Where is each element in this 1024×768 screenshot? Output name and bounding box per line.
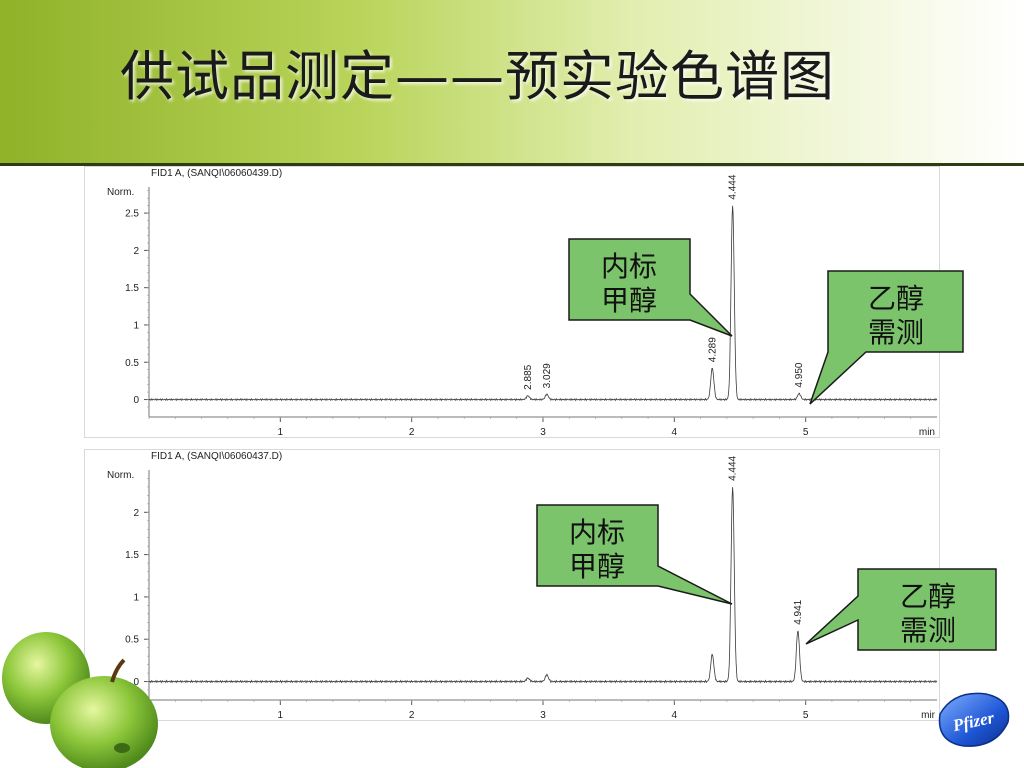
y-tick-label: 1 [133, 592, 139, 603]
peak-retention-label: 4.941 [793, 599, 804, 624]
callout-line2: 需测 [868, 316, 924, 349]
chromatogram-chart-2: FID1 A, (SANQI\06060437.D) Norm. 0 0.5 1 1.5 2… [107, 451, 938, 720]
y-tick-label: 0 [133, 395, 139, 406]
x-tick-label: 4 [672, 427, 678, 437]
y-tick-label: 2.5 [125, 209, 139, 220]
callout-line1: 乙醇 [868, 282, 924, 315]
callout-line2: 甲醇 [601, 284, 657, 317]
peak-retention-label: 3.029 [542, 363, 553, 388]
x-axis-label: mir [921, 710, 936, 720]
x-tick-label: 4 [672, 710, 678, 720]
y-tick-label: 1 [133, 320, 139, 331]
y-tick-label: 0.5 [125, 635, 139, 646]
callout-internal-standard-1: 内标 甲醇 [568, 238, 733, 337]
peak-retention-label: 4.950 [794, 362, 805, 387]
x-tick-label: 2 [409, 427, 415, 437]
callout-internal-standard-2: 内标 甲醇 [536, 504, 733, 605]
callout-line2: 需测 [900, 614, 956, 647]
y-tick-label: 1.5 [125, 283, 139, 294]
x-tick-label: 5 [803, 427, 809, 437]
callout-line1: 内标 [601, 250, 657, 283]
y-tick-label: 2 [133, 246, 139, 257]
x-tick-label: 3 [540, 427, 546, 437]
y-tick-label: 1.5 [125, 550, 139, 561]
y-tick-label: 0.5 [125, 358, 139, 369]
peak-retention-label: 4.289 [707, 337, 718, 362]
x-tick-label: 1 [278, 710, 284, 720]
callout-line1: 内标 [569, 516, 625, 549]
chromatogram-panel-2: FID1 A, (SANQI\06060437.D) Norm. 0 0.5 1 1.5 2… [84, 449, 940, 721]
x-axis-label: min [919, 427, 935, 437]
pfizer-pill-logo-icon: Pfizer [938, 692, 1010, 747]
callout-ethanol-2: 乙醇 需测 [805, 568, 997, 651]
callout-line2: 甲醇 [569, 550, 625, 583]
peak-retention-label: 4.444 [728, 174, 739, 199]
y-tick-label: 0 [133, 677, 139, 688]
slide-title: 供试品测定——预实验色谱图 [120, 45, 835, 108]
chromatogram-chart-1: FID1 A, (SANQI\06060439.D) Norm. 0 0.5 1 1.5 2… [107, 168, 938, 437]
peak-retention-label: 4.444 [728, 455, 739, 480]
chromatogram-trace [148, 205, 938, 402]
chromatogram-panel-1: FID1 A, (SANQI\06060439.D) Norm. 0 0.5 1 1.5 2… [84, 166, 940, 438]
callout-ethanol-1: 乙醇 需测 [809, 270, 964, 405]
x-tick-label: 5 [803, 710, 809, 720]
y-axis-label: Norm. [107, 470, 134, 481]
slide-header-band [0, 0, 1024, 165]
chromatogram-trace [148, 487, 938, 684]
x-tick-label: 2 [409, 710, 415, 720]
y-tick-label: 2 [133, 508, 139, 519]
callout-line1: 乙醇 [900, 580, 956, 613]
green-apples-icon [2, 632, 158, 768]
x-tick-label: 3 [540, 710, 546, 720]
header-divider [0, 163, 1024, 166]
peak-retention-label: 2.885 [523, 364, 534, 389]
x-tick-label: 1 [278, 427, 284, 437]
chart-title: FID1 A, (SANQI\06060439.D) [151, 168, 282, 179]
y-axis-label: Norm. [107, 187, 134, 198]
chart-title: FID1 A, (SANQI\06060437.D) [151, 451, 282, 462]
